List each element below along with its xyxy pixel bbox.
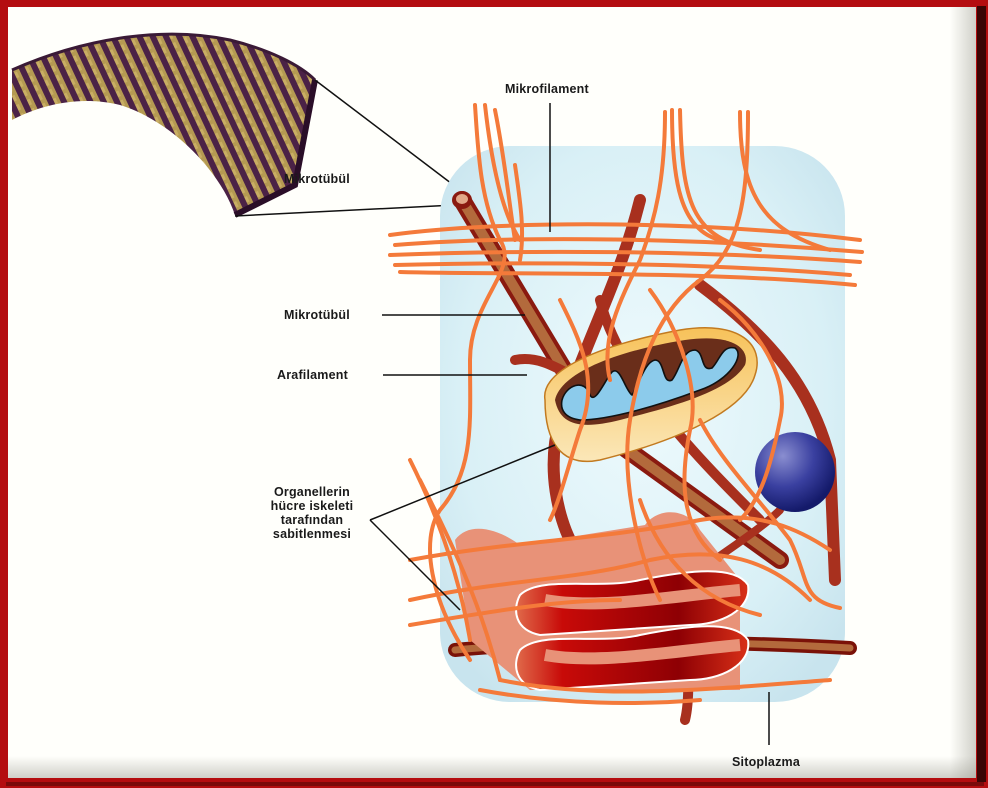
frame-shadow-bottom (6, 782, 984, 786)
label-organeller: Organellerin hücre iskeleti tarafından s… (257, 485, 367, 541)
pointer-line-model-top (314, 79, 461, 191)
label-organeller-line: hücre iskeleti (270, 499, 354, 513)
label-arafilament: Arafilament (277, 368, 348, 382)
mitochondrion (544, 327, 758, 463)
label-organeller-line: sabitlenmesi (272, 527, 352, 541)
label-pointer-lines (369, 103, 770, 745)
label-sitoplazma: Sitoplazma (732, 755, 800, 769)
microtubule-3d-model (11, 32, 318, 218)
microfilaments (388, 103, 864, 705)
pointer-organel-2 (369, 519, 461, 611)
label-mikrotubul-model: Mikrotübül (284, 172, 350, 186)
label-mikrotubul: Mikrotübül (284, 308, 350, 322)
label-organeller-line: tarafından (280, 513, 344, 527)
label-mikrofilament: Mikrofilament (505, 82, 589, 96)
frame-bevel-right (950, 7, 976, 778)
pointer-line-model-bottom (234, 204, 456, 217)
label-organeller-line: Organellerin (273, 485, 351, 499)
frame-bevel-bottom (8, 756, 976, 778)
microtubule-lumen (456, 194, 468, 204)
vesicle (755, 432, 835, 512)
frame-shadow-right (977, 6, 986, 782)
pointer-organel-1 (369, 444, 556, 521)
